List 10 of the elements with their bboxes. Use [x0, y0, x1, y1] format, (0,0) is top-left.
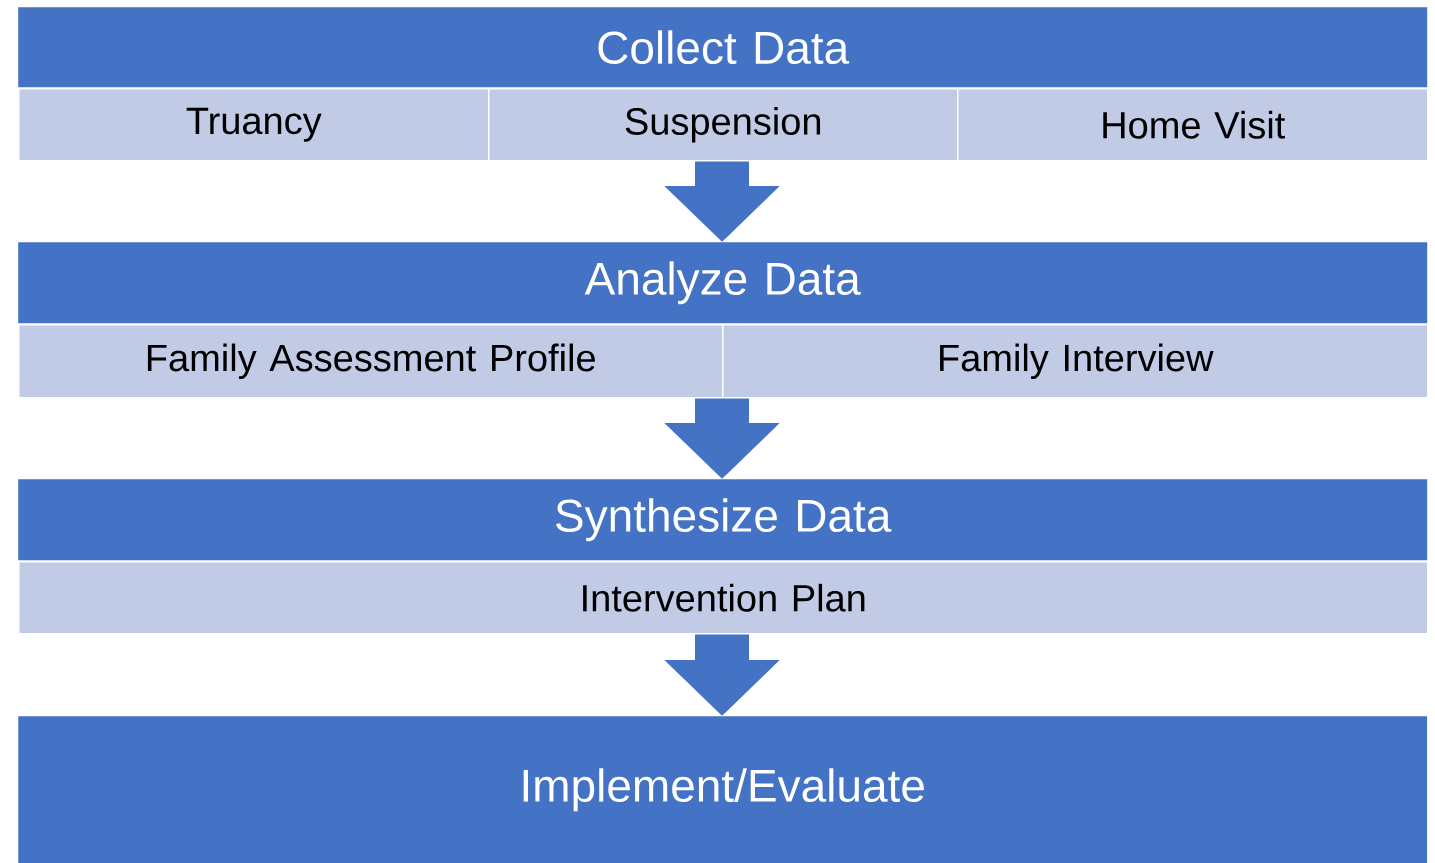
- item-cell: Truancy: [18, 88, 490, 162]
- item-cell: Home Visit: [957, 88, 1429, 162]
- item-cell: Family Assessment Profile: [18, 324, 724, 399]
- item-cell: Family Interview: [722, 324, 1429, 399]
- header-band: Synthesize Data: [18, 479, 1428, 561]
- header-band: Analyze Data: [18, 242, 1428, 324]
- item-cell: Suspension: [488, 88, 959, 162]
- header-band: Implement/Evaluate: [18, 716, 1428, 863]
- item-cell: Intervention Plan: [18, 561, 1429, 635]
- header-band: Collect Data: [18, 7, 1428, 88]
